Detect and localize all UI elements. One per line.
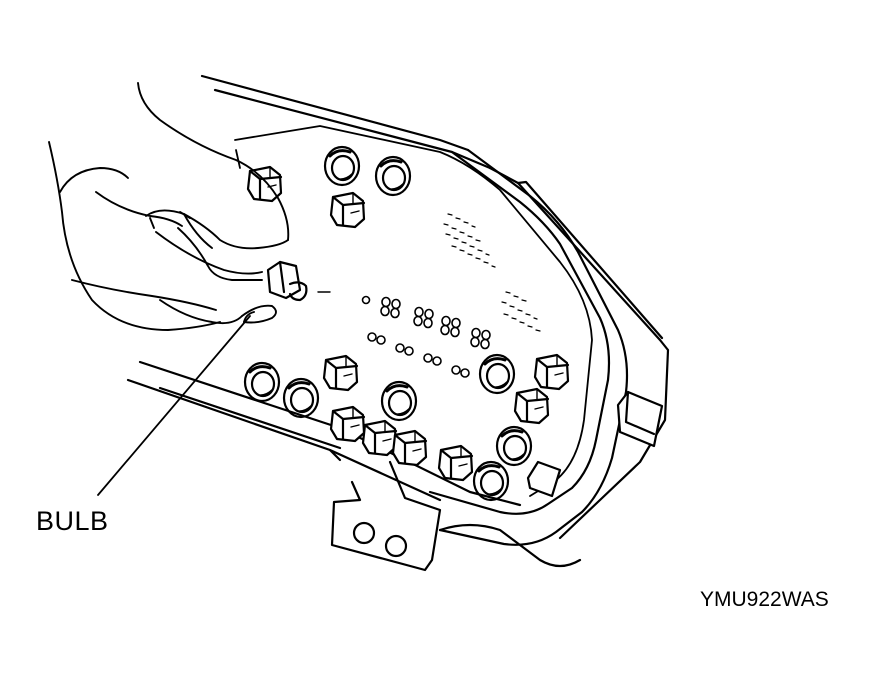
scale-hatching bbox=[443, 213, 541, 332]
bulb-sockets bbox=[243, 145, 570, 502]
meter-housing bbox=[126, 74, 670, 568]
mounting-bracket bbox=[330, 460, 442, 572]
hand bbox=[48, 82, 290, 331]
display-segments bbox=[361, 295, 492, 379]
side-tabs bbox=[526, 390, 664, 498]
panel-face bbox=[234, 125, 593, 497]
bulb-leader-line bbox=[97, 315, 251, 496]
bulb bbox=[266, 260, 308, 302]
bulb-label: BULB bbox=[36, 506, 109, 536]
figure-code: YMU922WAS bbox=[700, 588, 829, 611]
